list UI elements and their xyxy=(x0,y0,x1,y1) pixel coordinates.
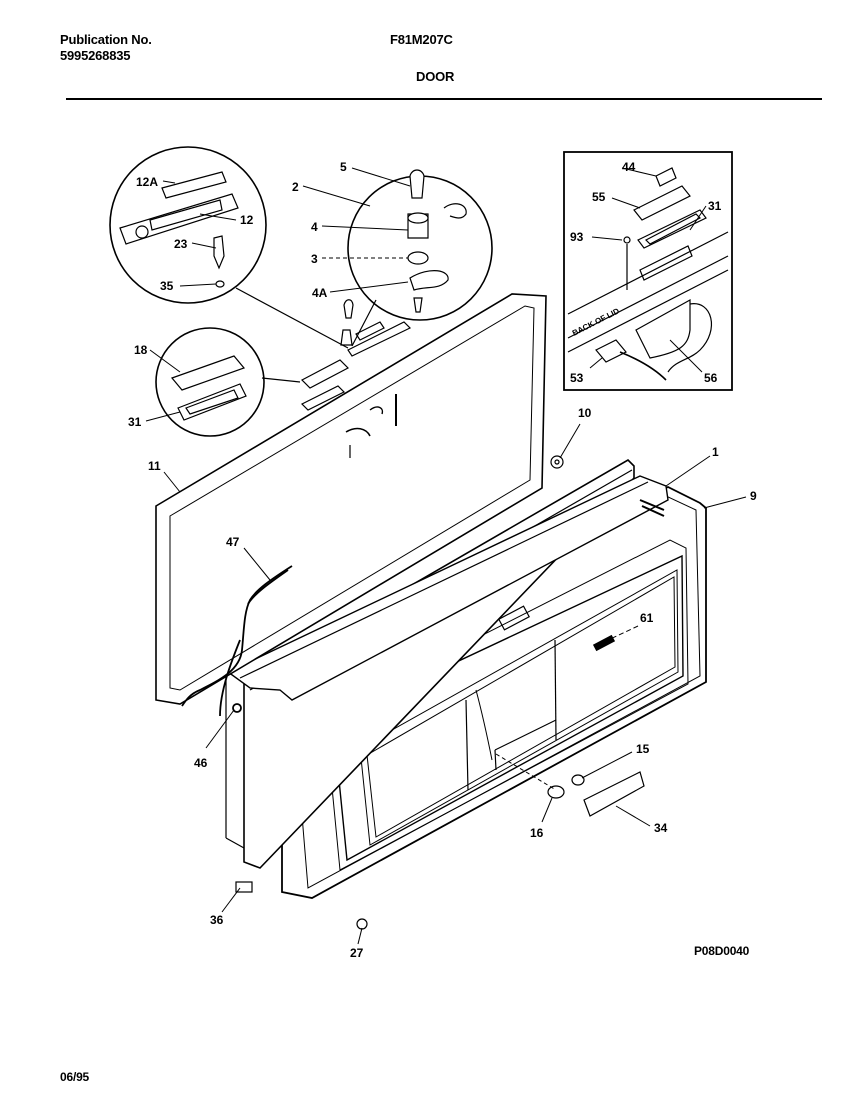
clip-part xyxy=(235,881,253,893)
inset-back-of-lid: BACK OF LID xyxy=(563,151,733,391)
callout-1: 1 xyxy=(712,445,719,459)
model-number: F81M207C xyxy=(390,32,453,47)
callout-55: 55 xyxy=(592,190,606,204)
callout-53: 53 xyxy=(570,371,584,385)
callout-9: 9 xyxy=(750,489,757,503)
section-title: DOOR xyxy=(416,69,455,84)
drawing-id: P08D0040 xyxy=(694,944,750,958)
callout-4a: 4A xyxy=(312,286,328,300)
callout-31: 31 xyxy=(128,415,142,429)
callout-31-inset: 31 xyxy=(708,199,722,213)
callout-34: 34 xyxy=(654,821,668,835)
callout-27: 27 xyxy=(350,946,364,960)
bumper-part xyxy=(550,455,564,469)
wire-harness xyxy=(181,565,293,717)
lamp-cover xyxy=(583,771,645,817)
callout-18: 18 xyxy=(134,343,148,357)
leader-lines xyxy=(145,167,747,945)
screw-part xyxy=(356,918,368,930)
lamp-bulb xyxy=(571,774,585,786)
door-outer-panel xyxy=(281,485,707,899)
callout-4: 4 xyxy=(311,220,318,234)
inset-switch-housing xyxy=(155,327,301,437)
callout-15: 15 xyxy=(636,742,650,756)
callout-56: 56 xyxy=(704,371,718,385)
publication-label: Publication No. xyxy=(60,32,152,47)
callout-35: 35 xyxy=(160,279,174,293)
inner-door-liner xyxy=(225,458,669,869)
callout-23: 23 xyxy=(174,237,188,251)
callout-61: 61 xyxy=(640,611,654,625)
callout-2: 2 xyxy=(292,180,299,194)
lamp-socket xyxy=(547,785,565,799)
inset-hinge xyxy=(347,169,493,347)
publication-number: 5995268835 xyxy=(60,48,131,63)
header-rule xyxy=(66,98,822,100)
callout-93: 93 xyxy=(570,230,584,244)
callout-10: 10 xyxy=(578,406,592,420)
callout-5: 5 xyxy=(340,160,347,174)
callout-3: 3 xyxy=(311,252,318,266)
callout-44: 44 xyxy=(622,160,636,174)
callout-11: 11 xyxy=(148,459,161,473)
callouts: 5 2 12A 12 23 35 4 3 4A 44 55 31 93 53 5… xyxy=(128,160,757,960)
callout-36: 36 xyxy=(210,913,224,927)
callout-12a: 12A xyxy=(136,175,158,189)
inset-hinge-cover xyxy=(109,146,349,349)
callout-46: 46 xyxy=(194,756,208,770)
callout-16: 16 xyxy=(530,826,544,840)
callout-12: 12 xyxy=(240,213,254,227)
callout-47: 47 xyxy=(226,535,240,549)
door-gasket-frame xyxy=(155,293,547,705)
footer-date: 06/95 xyxy=(60,1070,90,1084)
